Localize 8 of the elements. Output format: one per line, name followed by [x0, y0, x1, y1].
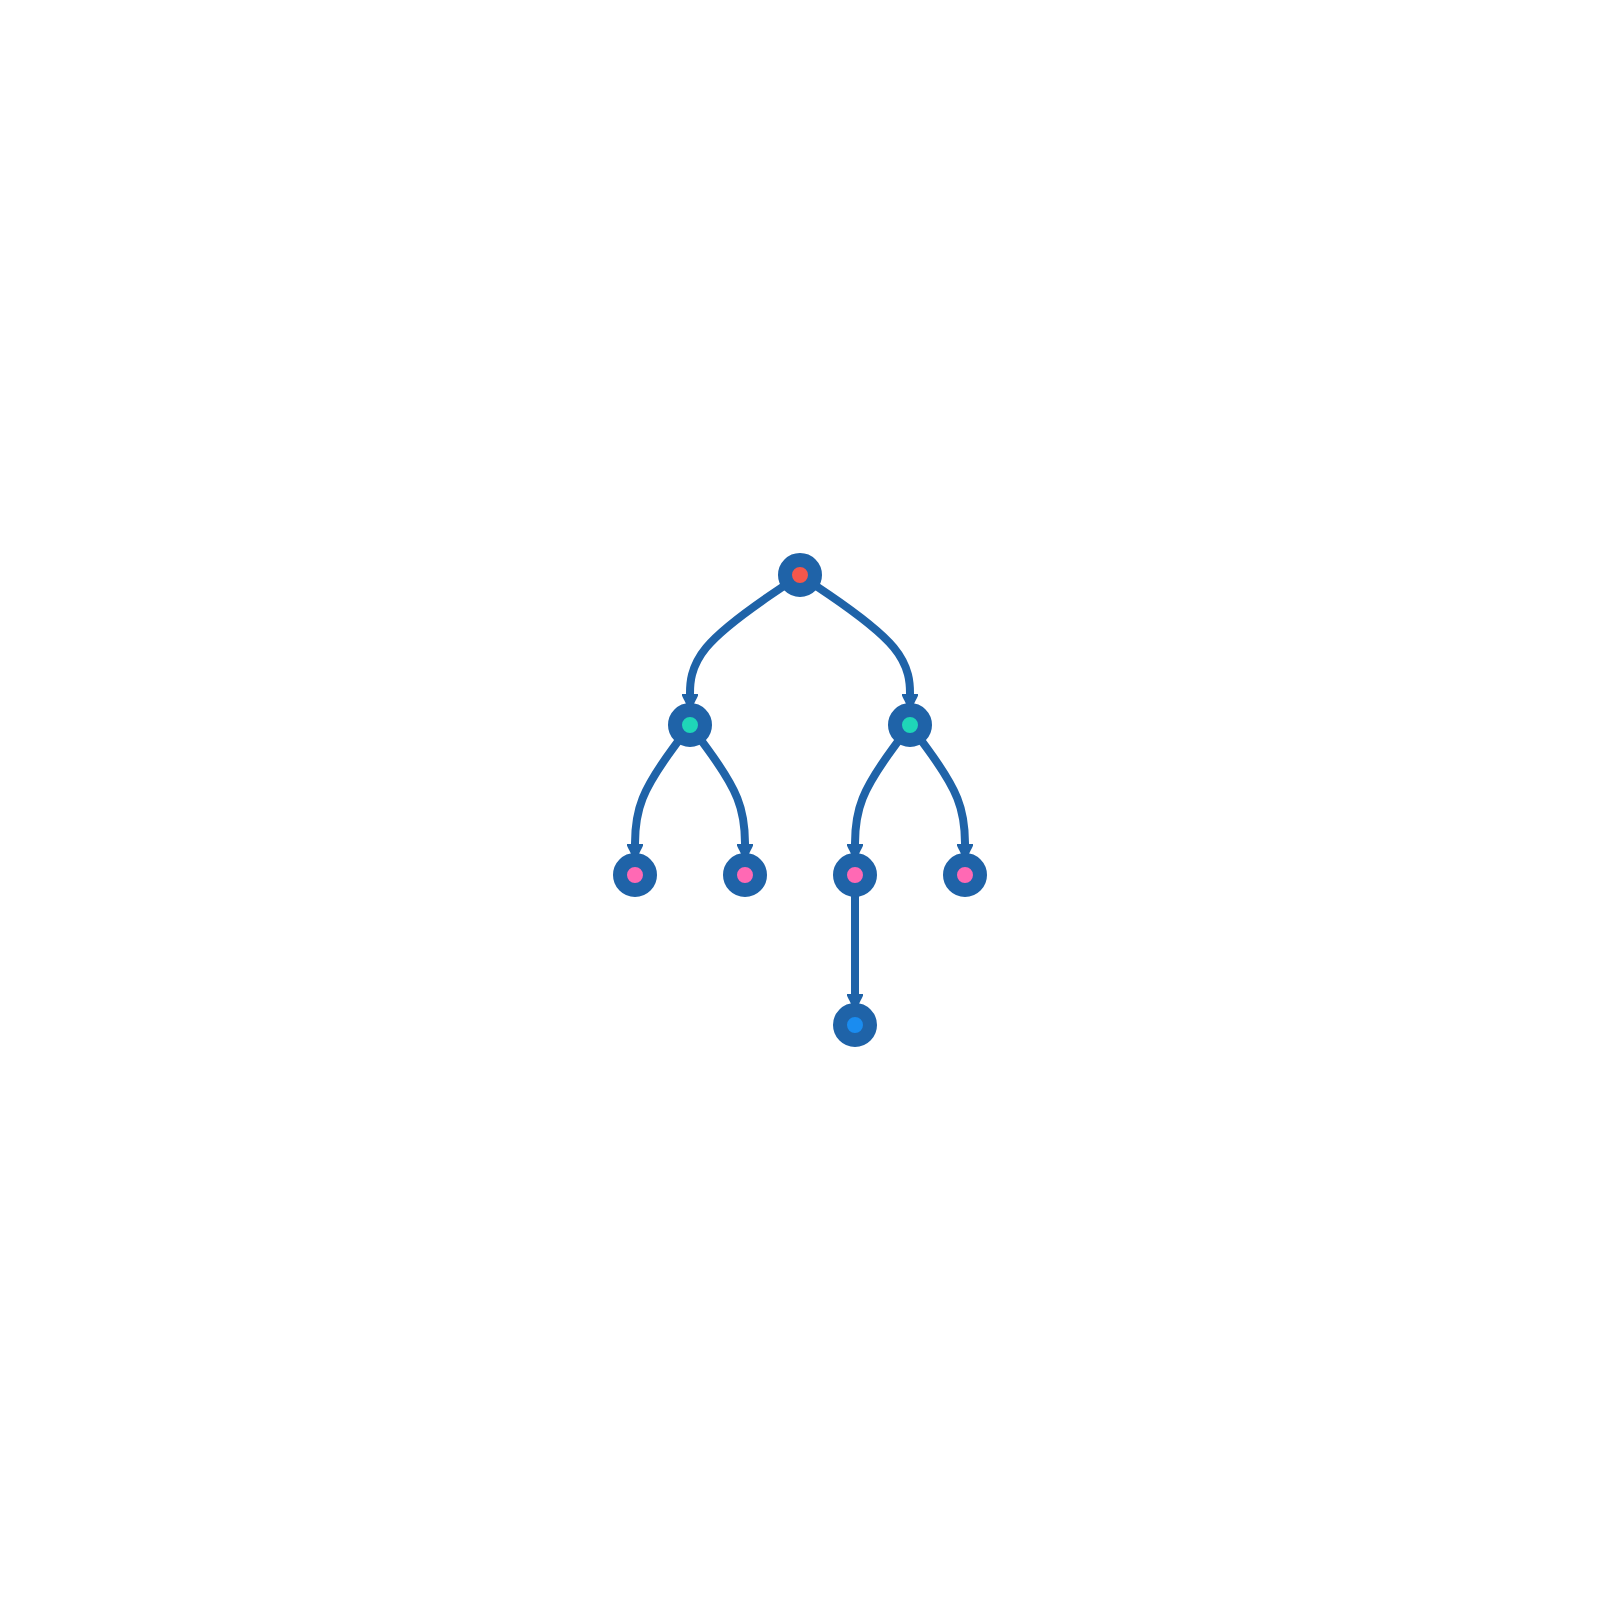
node-circle [723, 853, 767, 897]
node-circle [943, 853, 987, 897]
node-circle [668, 703, 712, 747]
node-circle [778, 553, 822, 597]
node-circle [888, 703, 932, 747]
node-circle [833, 1003, 877, 1047]
node-circle [833, 853, 877, 897]
node-circle [613, 853, 657, 897]
